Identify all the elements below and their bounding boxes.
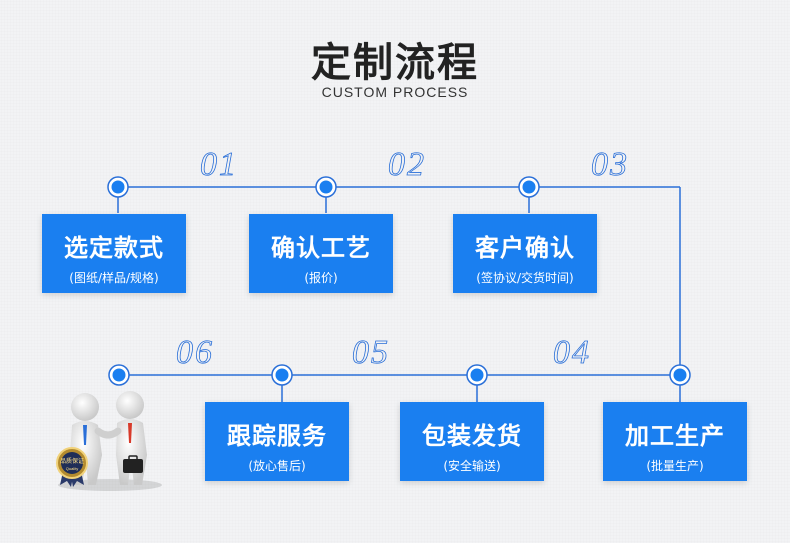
step-detail: (图纸/样品/规格)	[69, 271, 159, 285]
step-number-02: 02	[388, 146, 426, 184]
step-label: 加工生产	[625, 422, 725, 450]
step-detail: (批量生产)	[646, 459, 704, 473]
step-label: 包装发货	[422, 422, 522, 450]
quality-badge-icon: 品质保证 Quality	[56, 447, 88, 487]
step-number-06: 06	[176, 334, 214, 372]
page-title: 定制流程	[311, 40, 479, 86]
step-box-select-style: 选定款式 (图纸/样品/规格)	[42, 214, 186, 293]
node-top-2	[315, 176, 337, 198]
step-detail: (放心售后)	[248, 459, 306, 473]
node-bottom-5	[271, 364, 293, 386]
node-top-3	[518, 176, 540, 198]
step-box-packaging-shipping: 包装发货 (安全输送)	[400, 402, 544, 481]
connector-nodes	[107, 176, 691, 386]
step-label: 选定款式	[64, 234, 164, 262]
node-bottom-6	[108, 364, 130, 386]
step-detail: (报价)	[304, 271, 338, 285]
badge-subtext: Quality	[66, 466, 78, 471]
step-label: 客户确认	[475, 234, 575, 262]
step-number-03: 03	[591, 146, 629, 184]
step-detail: (安全输送)	[443, 459, 501, 473]
step-box-customer-confirm: 客户确认 (签协议/交货时间)	[453, 214, 597, 293]
node-top-1	[107, 176, 129, 198]
badge-text: 品质保证	[60, 457, 84, 465]
page-subtitle: CUSTOM PROCESS	[321, 84, 469, 100]
step-label: 跟踪服务	[227, 422, 327, 450]
step-number-01: 01	[200, 146, 238, 184]
step-box-production: 加工生产 (批量生产)	[603, 402, 747, 481]
step-label: 确认工艺	[271, 234, 371, 262]
step-detail: (签协议/交货时间)	[476, 271, 574, 285]
node-bottom-corner	[669, 364, 691, 386]
step-box-followup-service: 跟踪服务 (放心售后)	[205, 402, 349, 481]
node-bottom-4	[466, 364, 488, 386]
handshake-illustration: 品质保证 Quality	[56, 391, 162, 491]
step-number-04: 04	[553, 334, 591, 372]
step-box-confirm-craft: 确认工艺 (报价)	[249, 214, 393, 293]
step-number-05: 05	[352, 334, 390, 372]
